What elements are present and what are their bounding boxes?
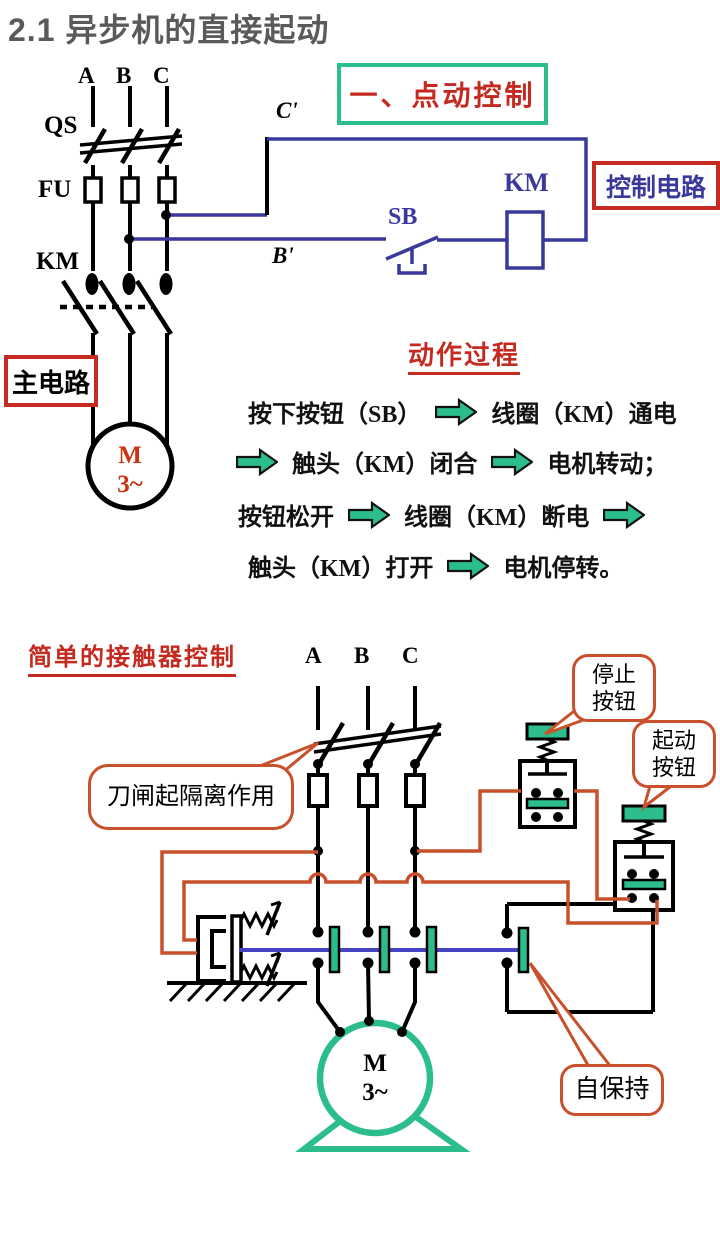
process-line-1: 按下按钮（SB） 线圈（KM）通电 — [248, 394, 677, 429]
process-line-4: 触头（KM）打开 电机停转。 — [248, 548, 623, 583]
motor2-phase: 3~ — [362, 1078, 388, 1106]
control-circuit-label: 控制电路 — [605, 174, 706, 202]
phase-label-b: B — [116, 63, 132, 88]
process-text: 触头（KM）闭合 — [292, 452, 478, 478]
start-callout-line1: 起动 — [651, 727, 696, 753]
process-text: 触头（KM）打开 — [248, 556, 434, 582]
selfhold-callout-text: 自保持 — [574, 1076, 650, 1104]
stop-button-callout: 停止 按钮 — [572, 654, 656, 722]
control-wiring — [160, 789, 659, 955]
page-title: 2.1 异步机的直接起动 — [8, 12, 330, 48]
arrow-right-icon — [236, 447, 278, 476]
contactor-heading: 简单的接触器控制 — [28, 646, 236, 677]
process-line-2: 触头（KM）闭合 电机转动； — [236, 444, 667, 479]
process-text: 线圈（KM）断电 — [404, 505, 590, 531]
jog-heading-box: 一、点动控制 — [337, 63, 548, 125]
phase-label-c: C — [153, 63, 170, 88]
phase2-label-a: A — [305, 643, 322, 668]
motor-label-top: M 3~ — [96, 442, 164, 500]
arrow-right-icon — [435, 397, 478, 426]
process-text: 电机停转。 — [503, 556, 624, 582]
km-coil-symbol — [505, 210, 545, 270]
main-circuit-box: 主电路 — [4, 355, 98, 407]
phase-label-a: A — [78, 63, 95, 88]
motor-symbol-top — [85, 421, 175, 511]
arrow-right-icon — [603, 500, 646, 529]
sb-label: SB — [388, 204, 418, 230]
motor-phase: 3~ — [117, 470, 143, 498]
stop-button-symbol — [518, 722, 577, 829]
selfhold-callout: 自保持 — [560, 1064, 664, 1116]
phase2-label-b: B — [354, 643, 370, 668]
km-label: KM — [36, 248, 80, 275]
main-circuit-label: 主电路 — [11, 368, 90, 398]
qs-label: QS — [44, 112, 78, 139]
process-line-3: 按钮松开 线圈（KM）断电 — [238, 497, 646, 532]
km-coil-label: KM — [504, 168, 549, 197]
arrow-right-icon — [491, 447, 534, 476]
motor-terminals — [335, 1016, 407, 1037]
start-button-callout: 起动 按钮 — [632, 720, 716, 788]
phase2-label-c: C — [402, 643, 419, 668]
start-callout-line2: 按钮 — [651, 755, 696, 780]
start-button-symbol — [613, 804, 675, 912]
fu-label: FU — [38, 176, 72, 203]
process-text: 按下按钮（SB） — [248, 402, 422, 428]
arrow-right-icon — [348, 500, 390, 529]
process-text: 电机转动； — [547, 452, 668, 478]
motor-symbol-bottom — [295, 1019, 471, 1152]
motor2-m: M — [363, 1050, 387, 1077]
process-text: 线圈（KM）通电 — [491, 402, 677, 428]
stop-callout-line1: 停止 — [591, 661, 636, 687]
arrow-right-icon — [447, 551, 490, 580]
stop-callout-line2: 按钮 — [591, 689, 636, 714]
node-c-label: C' — [276, 98, 298, 123]
process-text: 按钮松开 — [238, 505, 334, 531]
jog-heading: 一、点动控制 — [349, 81, 536, 112]
knife-callout: 刀闸起隔离作用 — [88, 764, 294, 830]
node-b-label: B' — [272, 243, 294, 268]
motor-label-bottom: M 3~ — [340, 1050, 410, 1108]
contact-bars — [328, 925, 530, 974]
motor-m: M — [118, 442, 142, 469]
control-circuit-graphic — [124, 137, 588, 275]
process-title: 动作过程 — [408, 343, 521, 375]
control-circuit-box: 控制电路 — [592, 161, 720, 210]
knife-callout-text: 刀闸起隔离作用 — [107, 784, 275, 810]
contactor-circuit-graphic — [167, 686, 675, 1034]
